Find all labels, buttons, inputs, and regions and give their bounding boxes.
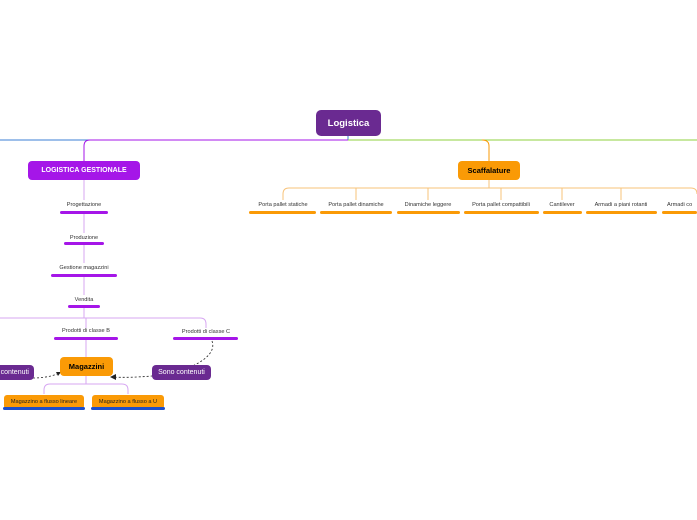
connector-scaffalature-children [282,180,697,200]
connector-root-gestionale [83,139,348,161]
root-node-logistica[interactable]: Logistica [316,110,381,136]
connector-root-left [0,136,349,141]
node-prodotti-classe-c[interactable]: Prodotti di classe C [181,329,231,335]
relation-left-line [32,372,61,379]
node-magazzino-flusso-lineare[interactable]: Magazzino a flusso lineare [4,395,84,409]
node-armadi-co[interactable]: Armadi co [667,202,693,208]
node-label: Magazzini [68,362,105,371]
relation-text: Sono contenuti [158,369,205,376]
node-porta-pallet-dinamiche[interactable]: Porta pallet dinamiche [328,202,384,208]
node-label: Scaffalature [467,166,511,175]
relation-label-sono-contenuti[interactable]: Sono contenuti [152,365,211,380]
underline-gestione-magazzini [51,274,117,277]
underline-cantilever [543,211,582,214]
node-label: LOGISTICA GESTIONALE [41,167,127,174]
underline-armadi-co [662,211,697,214]
underline-armadi-piani-rotanti [586,211,657,214]
underline-porta-pallet-statiche [249,211,316,214]
underline-flusso-lineare [3,407,85,410]
node-prodotti-classe-b[interactable]: Prodotti di classe B [62,328,110,334]
node-cantilever[interactable]: Cantilever [549,202,575,208]
node-dinamiche-leggere[interactable]: Dinamiche leggere [404,202,452,208]
relation-text: contenuti [0,369,29,376]
node-vendita[interactable]: Vendita [74,297,94,303]
relation-left-arrow [56,372,61,376]
node-produzione[interactable]: Produzione [69,235,99,241]
underline-porta-pallet-dinamiche [320,211,392,214]
node-armadi-piani-rotanti[interactable]: Armadi a piani rotanti [594,202,648,208]
underline-porta-pallet-compattibili [464,211,539,214]
underline-dinamiche-leggere [397,211,460,214]
underline-produzione [64,242,104,245]
node-logistica-gestionale[interactable]: LOGISTICA GESTIONALE [28,161,140,180]
node-magazzini[interactable]: Magazzini [60,357,113,376]
underline-vendita [68,305,100,308]
node-gestione-magazzini[interactable]: Gestione magazzini [59,265,109,271]
connector-root-scaffalature [481,139,490,161]
underline-prodotti-classe-b [54,337,118,340]
root-label: Logistica [327,117,370,129]
relation-label-contenuti[interactable]: contenuti [0,365,34,380]
relation-right-arrow [110,374,116,380]
node-porta-pallet-compattibili[interactable]: Porta pallet compattibili [472,202,530,208]
underline-progettazione [60,211,108,214]
node-magazzino-flusso-u[interactable]: Magazzino a flusso a U [92,395,164,409]
node-porta-pallet-statiche[interactable]: Porta pallet statiche [258,202,308,208]
connector-vendita-classes [0,317,207,328]
connector-magazzini-children [43,376,129,394]
underline-flusso-u [91,407,165,410]
node-progettazione[interactable]: Progettazione [66,202,102,208]
node-scaffalature[interactable]: Scaffalature [458,161,520,180]
underline-prodotti-classe-c [173,337,238,340]
